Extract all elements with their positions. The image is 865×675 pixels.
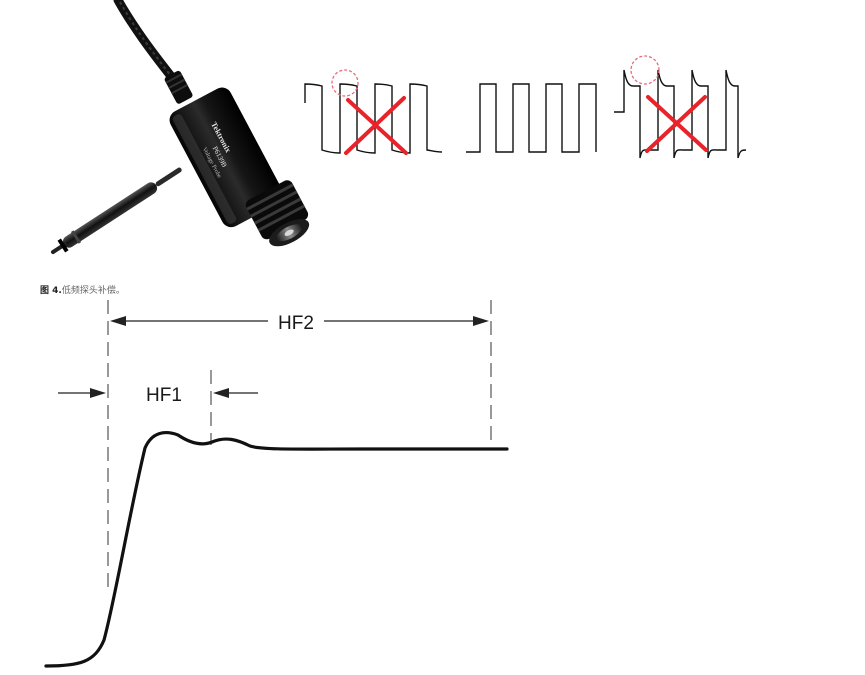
highlight-circle	[630, 55, 660, 85]
highlight-circle	[331, 69, 359, 97]
probe-illustration: Tektronix P6139B Voltage Probe	[50, 0, 310, 255]
caption-text: 低频探头补偿。	[61, 286, 125, 296]
figure-number: 图 4.	[40, 286, 62, 296]
figure-caption: 图 4.低频探头补偿。	[40, 283, 125, 296]
reject-cross-icon	[344, 96, 408, 155]
waveform-correctly-compensated	[466, 83, 597, 153]
reject-cross-icon	[645, 95, 708, 153]
waveform-over-compensated	[614, 55, 747, 159]
waveform-under-compensated	[304, 69, 443, 155]
step-response-diagram: HF2 HF1	[44, 300, 509, 668]
hf1-label: HF1	[146, 385, 182, 406]
hf2-label: HF2	[278, 313, 314, 334]
step-response-curve	[44, 431, 509, 668]
hf1-dimension-arrow	[58, 388, 258, 398]
hf2-dimension-arrow	[110, 316, 489, 326]
